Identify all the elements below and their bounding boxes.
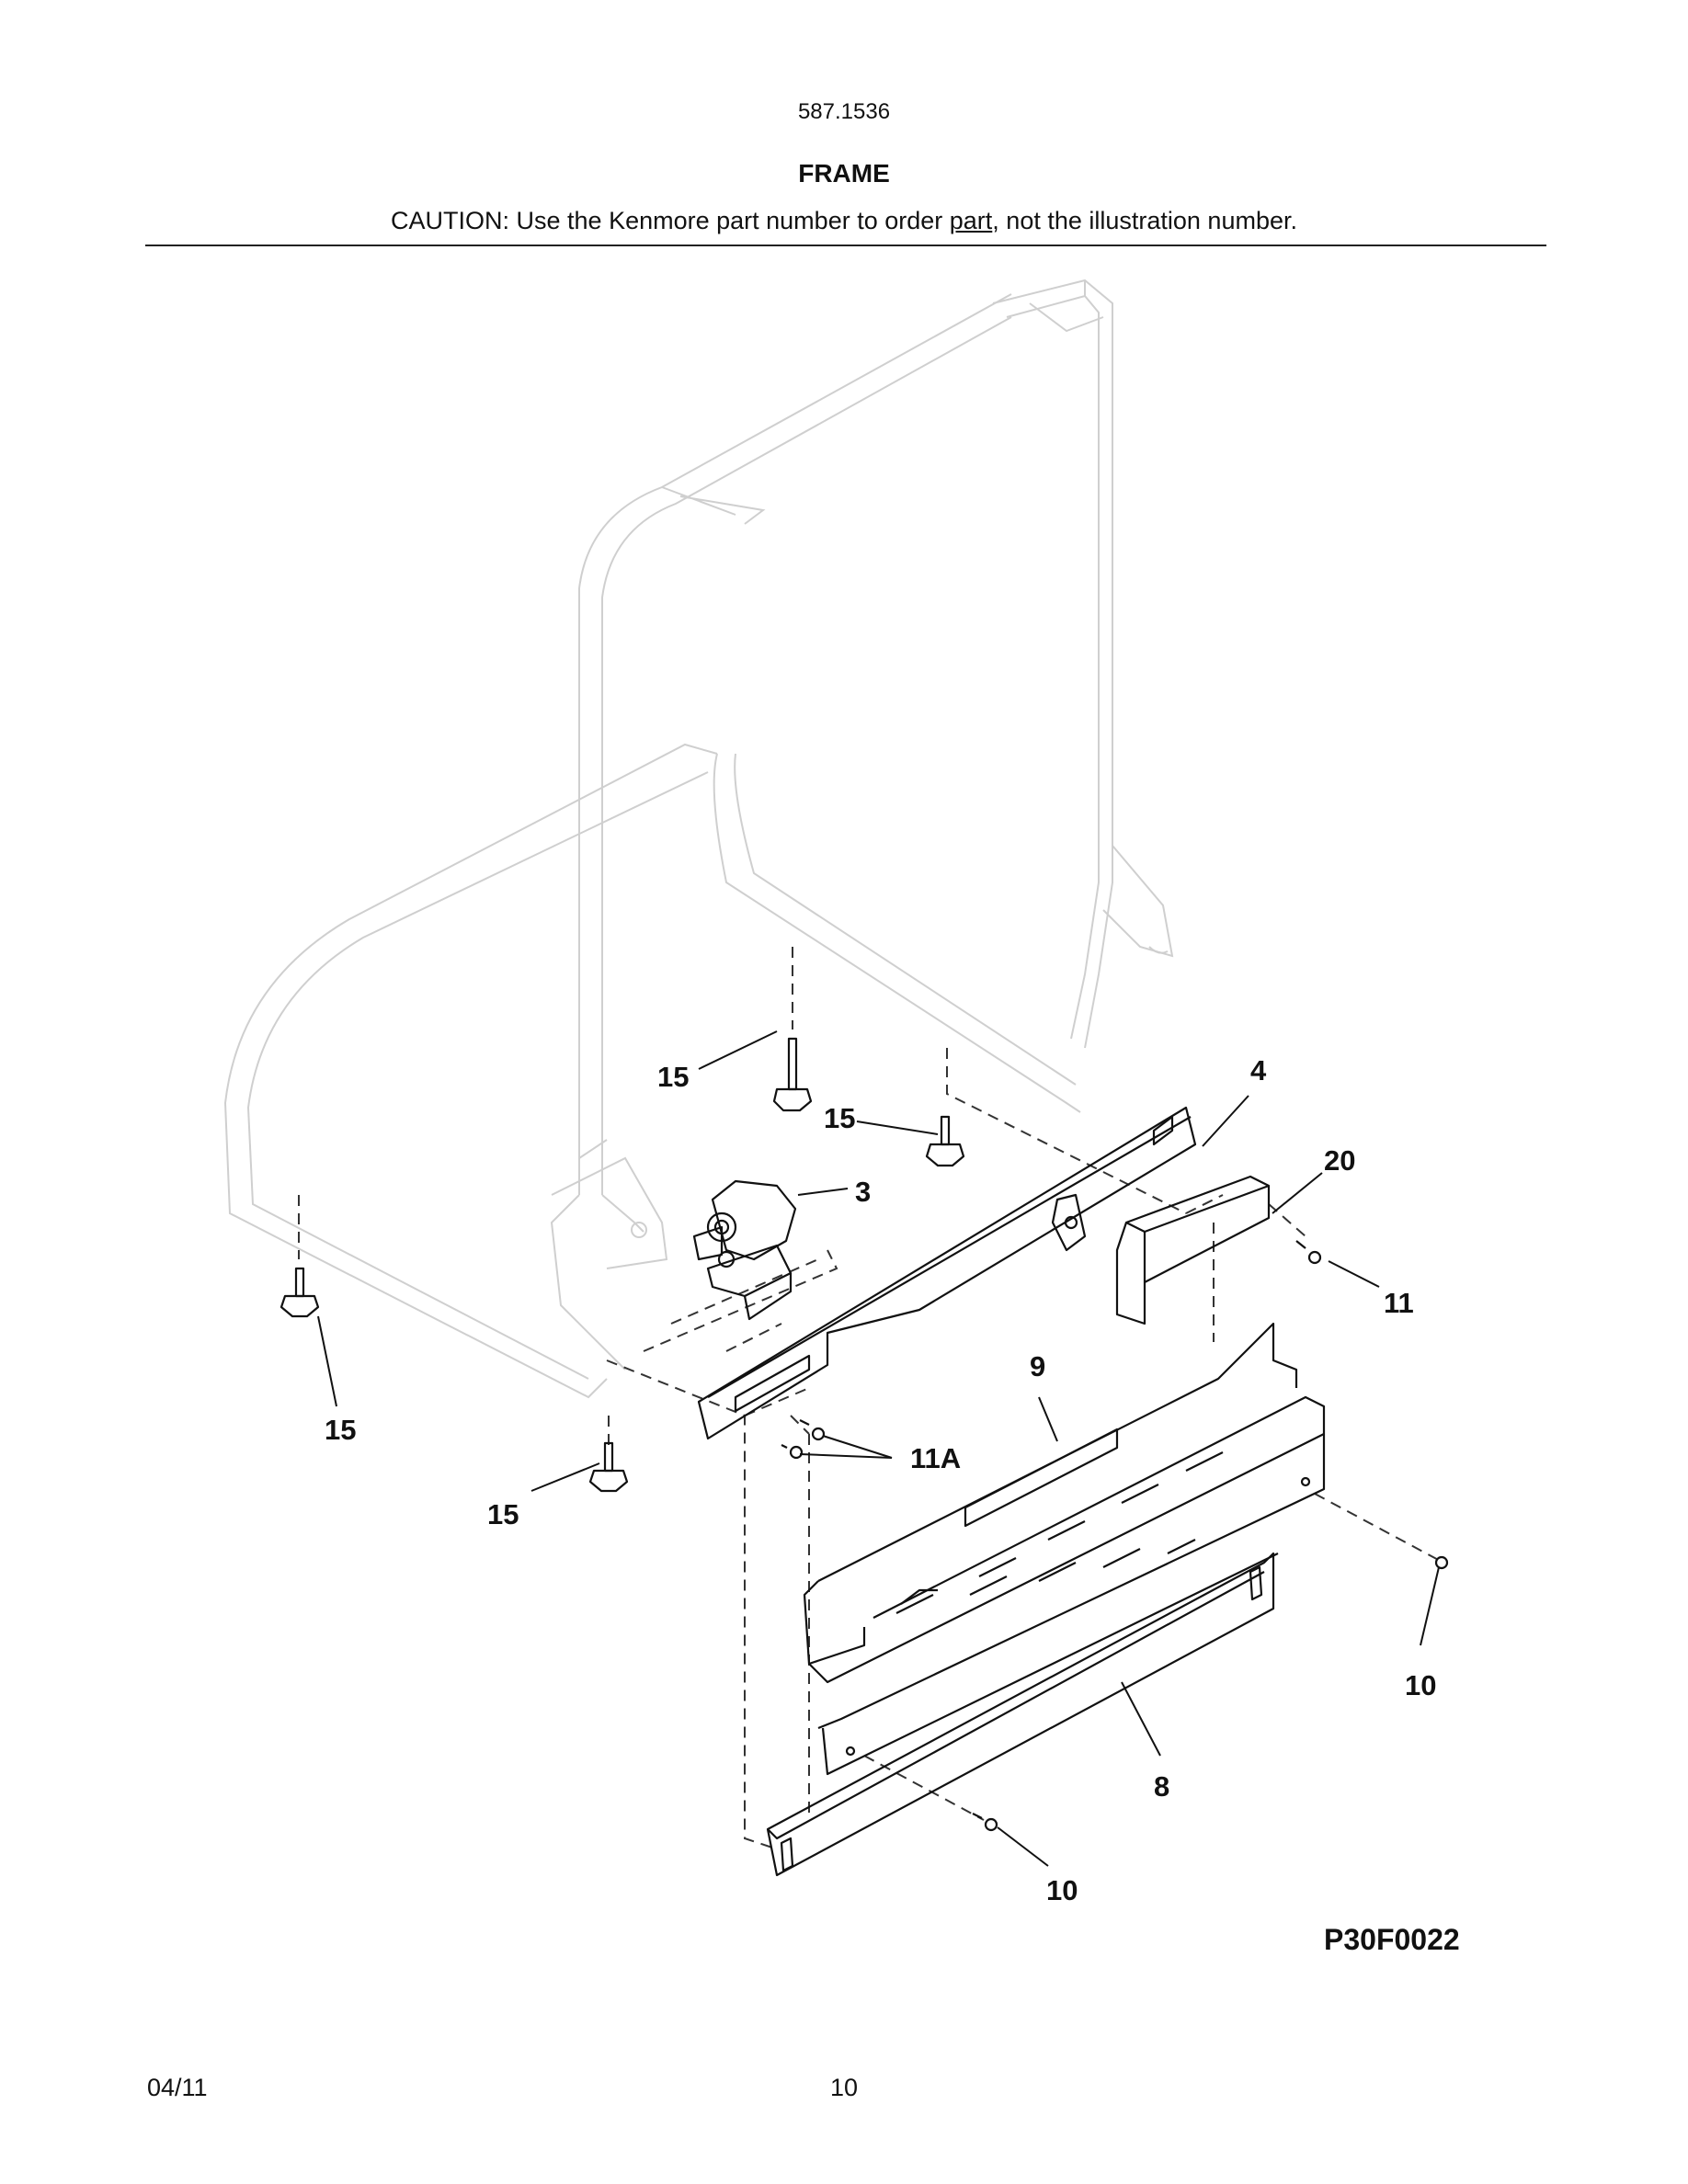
water-valve-part-3 <box>692 1179 797 1321</box>
callout-15: 15 <box>487 1498 519 1530</box>
callout-8: 8 <box>1154 1770 1169 1803</box>
leveling-leg <box>588 1441 629 1493</box>
callout-4: 4 <box>1250 1054 1267 1086</box>
callout-15: 15 <box>657 1061 689 1093</box>
leveling-leg <box>279 1267 320 1318</box>
callout-15: 15 <box>824 1102 855 1134</box>
screw <box>972 1813 998 1832</box>
caution-underlined-word: part <box>949 207 993 234</box>
callout-3: 3 <box>855 1176 871 1208</box>
callout-20: 20 <box>1324 1144 1355 1177</box>
callout-labels: 15 15 3 4 20 11 15 9 11A 15 10 8 10 <box>325 1054 1436 1906</box>
screw <box>781 1444 804 1460</box>
assembly-dashed-lines <box>298 947 1444 1848</box>
screw <box>799 1419 826 1441</box>
bottom-plate-part-8 <box>766 1552 1275 1877</box>
callout-15: 15 <box>325 1414 356 1446</box>
screw <box>1434 1555 1449 1570</box>
leveling-leg <box>772 1037 813 1112</box>
caution-prefix: CAUTION: Use the Kenmore part number to … <box>391 207 950 234</box>
page-number: 10 <box>829 2074 859 2101</box>
caution-suffix: , not the illustration number. <box>992 207 1297 234</box>
page-title: FRAME <box>798 159 890 188</box>
leveling-leg <box>925 1115 965 1167</box>
rail-part-4 <box>697 1106 1197 1440</box>
footer-date: 04/11 <box>147 2074 208 2101</box>
bracket-part-20 <box>1115 1175 1271 1325</box>
callout-10: 10 <box>1405 1669 1436 1701</box>
callout-9: 9 <box>1030 1350 1045 1382</box>
callout-11a: 11A <box>910 1442 961 1474</box>
callout-10: 10 <box>1046 1874 1078 1906</box>
model-number: 587.1536 <box>797 99 891 124</box>
frame-outline <box>223 279 1174 1399</box>
parts-line-art <box>279 1037 1449 1877</box>
caution-note: CAUTION: Use the Kenmore part number to … <box>0 207 1688 235</box>
toe-kick-part-9 <box>964 1428 1119 1528</box>
callout-11: 11 <box>1384 1287 1414 1319</box>
screw <box>1295 1240 1322 1265</box>
figure-id: P30F0022 <box>1324 1923 1460 1956</box>
callout-leaders <box>317 1030 1440 1867</box>
header-rule <box>145 245 1546 246</box>
